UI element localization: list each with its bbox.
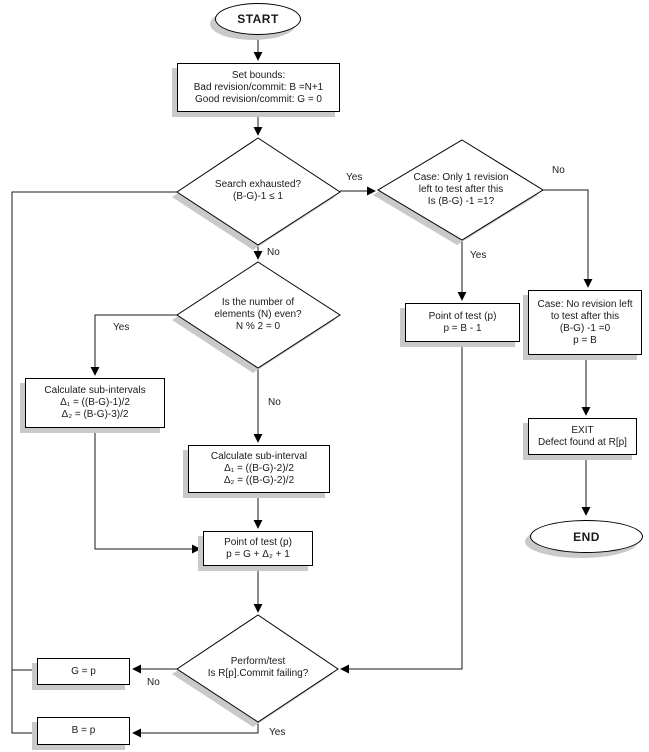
label-neven-no: No	[267, 397, 282, 408]
case-no-revision-line4: p = B	[573, 334, 597, 346]
set-bounds-line3: Good revision/commit: G = 0	[195, 93, 322, 105]
point-of-test-main-line2: p = G + Δ₂ + 1	[226, 548, 290, 560]
edge-calcs-point	[94, 428, 201, 554]
label-neven-yes: Yes	[112, 322, 131, 333]
exit-box: EXIT Defect found at R[p]	[528, 418, 637, 455]
label-perform-no: No	[146, 677, 161, 688]
search-exhausted-line1: Search exhausted?	[214, 179, 302, 190]
case-no-revision-line3: (B-G) -1 =0	[559, 322, 611, 334]
case-no-revision-line1: Case: No revision left	[537, 298, 633, 310]
exit-line2: Defect found at R[p]	[538, 436, 627, 448]
point-of-test-b1-line1: Point of test (p)	[428, 310, 497, 322]
edge-bp-loop	[11, 191, 177, 734]
n-even-line2: elements (N) even?	[214, 309, 302, 320]
n-even-text: Is the number of elements (N) even? N % …	[178, 297, 338, 333]
edge-perform-yes	[132, 722, 259, 738]
edge-neven-yes	[90, 314, 177, 376]
point-of-test-main-box: Point of test (p) p = G + Δ₂ + 1	[203, 531, 313, 566]
perform-test-diamond	[176, 614, 339, 723]
case-one-revision-text: Case: Only 1 revision left to test after…	[380, 172, 542, 208]
end-terminator: END	[530, 520, 643, 553]
b-equals-p-box: B = p	[37, 717, 130, 745]
case-one-revision-line2: left to test after this	[418, 184, 504, 195]
calc-sub-interval-line2: Δ₁ = ((B-G)-2)/2	[224, 463, 294, 474]
case-one-revision-line1: Case: Only 1 revision	[413, 172, 509, 183]
search-exhausted-line2: (B-G)-1 ≤ 1	[233, 191, 283, 202]
perform-test-line1: Perform/test	[230, 656, 286, 667]
g-equals-p-label: G = p	[71, 665, 96, 677]
calc-sub-intervals-line2: Δ₁ = ((B-G)-1)/2	[60, 397, 130, 408]
n-even-line1: Is the number of	[221, 297, 295, 308]
search-exhausted-diamond	[176, 137, 341, 246]
label-search-yes: Yes	[345, 172, 364, 183]
b-equals-p-label: B = p	[71, 725, 96, 736]
point-of-test-main-line1: Point of test (p)	[224, 536, 292, 548]
calc-sub-interval-line1: Calculate sub-interval	[210, 451, 308, 462]
case-one-revision-line3: Is (B-G) -1 =1?	[427, 196, 495, 207]
set-bounds-line1: Set bounds:	[231, 69, 286, 81]
calc-sub-intervals-line1: Calculate sub-intervals	[44, 385, 146, 396]
label-search-no: No	[266, 247, 281, 258]
calc-sub-intervals-box: Calculate sub-intervals Δ₁ = ((B-G)-1)/2…	[25, 378, 165, 428]
label-case-no: No	[551, 165, 566, 176]
point-of-test-b1-box: Point of test (p) p = B - 1	[405, 303, 520, 342]
case-one-revision-diamond	[377, 139, 544, 241]
n-even-diamond	[176, 261, 341, 369]
case-no-revision-box: Case: No revision left to test after thi…	[528, 290, 642, 355]
set-bounds-box: Set bounds: Bad revision/commit: B =N+1 …	[177, 63, 340, 112]
g-equals-p-box: G = p	[37, 658, 130, 685]
calc-sub-interval-box: Calculate sub-interval Δ₁ = ((B-G)-2)/2 …	[188, 445, 330, 493]
case-no-revision-line2: to test after this	[550, 310, 620, 322]
perform-test-text: Perform/test Is R[p].Commit failing?	[168, 656, 348, 680]
calc-sub-intervals-line3: Δ₂ = (B-G)-3)/2	[61, 409, 129, 420]
search-exhausted-text: Search exhausted? (B-G)-1 ≤ 1	[178, 179, 338, 203]
edge-case-no	[543, 189, 593, 288]
start-label: START	[237, 12, 279, 26]
label-perform-yes: Yes	[268, 727, 287, 738]
perform-test-line2: Is R[p].Commit failing?	[207, 668, 309, 679]
start-terminator: START	[215, 3, 301, 35]
calc-sub-interval-line3: Δ₂ = ((B-G)-2)/2	[223, 475, 295, 486]
point-of-test-b1-line2: p = B - 1	[443, 322, 482, 334]
n-even-line3: N % 2 = 0	[235, 321, 281, 332]
label-case-yes: Yes	[469, 250, 488, 261]
set-bounds-line2: Bad revision/commit: B =N+1	[193, 81, 324, 93]
end-label: END	[573, 529, 600, 544]
exit-line1: EXIT	[571, 424, 594, 436]
edge-b1-perform	[340, 342, 463, 674]
